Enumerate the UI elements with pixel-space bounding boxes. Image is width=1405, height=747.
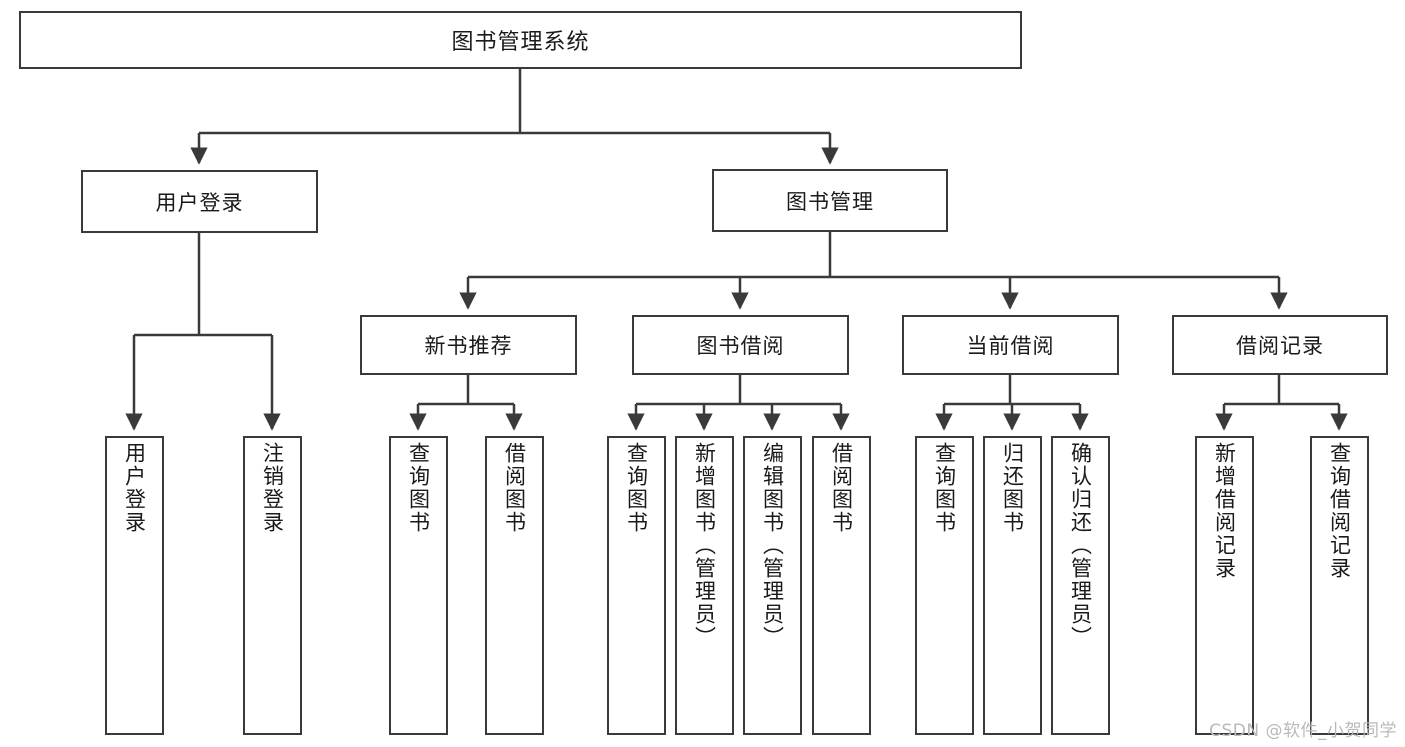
leaf-query-book-borrow[interactable]: 查询图书: [607, 436, 666, 735]
node-new-book-recommend[interactable]: 新书推荐: [360, 315, 577, 375]
leaf-return-book[interactable]: 归还图书: [983, 436, 1042, 735]
leaf-query-book-recommend-label: 查询图书: [406, 442, 431, 534]
leaf-add-borrow-record[interactable]: 新增借阅记录: [1195, 436, 1254, 735]
leaf-borrow-book[interactable]: 借阅图书: [812, 436, 871, 735]
leaf-return-book-label: 归还图书: [1000, 442, 1025, 534]
node-new-book-recommend-label: 新书推荐: [424, 334, 513, 358]
leaf-borrow-book-recommend-label: 借阅图书: [502, 442, 527, 534]
node-book-borrow-label: 图书借阅: [696, 334, 785, 358]
leaf-logout[interactable]: 注销登录: [243, 436, 302, 735]
leaf-add-book-admin[interactable]: 新增图书（管理员）: [675, 436, 734, 735]
leaf-borrow-book-recommend[interactable]: 借阅图书: [485, 436, 544, 735]
leaf-query-book-borrow-label: 查询图书: [624, 442, 649, 534]
node-book-management-label: 图书管理: [786, 189, 874, 214]
leaf-borrow-book-label: 借阅图书: [829, 442, 854, 534]
node-book-borrow[interactable]: 图书借阅: [632, 315, 849, 375]
leaf-edit-book-admin-label: 编辑图书（管理员）: [760, 442, 785, 649]
leaf-logout-label: 注销登录: [260, 442, 285, 534]
leaf-edit-book-admin[interactable]: 编辑图书（管理员）: [743, 436, 802, 735]
leaf-user-login-label: 用户登录: [122, 442, 147, 534]
leaf-query-book-current[interactable]: 查询图书: [915, 436, 974, 735]
leaf-confirm-return-admin[interactable]: 确认归还（管理员）: [1051, 436, 1110, 735]
leaf-user-login[interactable]: 用户登录: [105, 436, 164, 735]
leaf-query-book-recommend[interactable]: 查询图书: [389, 436, 448, 735]
leaf-query-borrow-record-label: 查询借阅记录: [1327, 442, 1352, 580]
node-root-label: 图书管理系统: [451, 30, 590, 55]
node-book-management[interactable]: 图书管理: [712, 169, 948, 232]
leaf-query-borrow-record[interactable]: 查询借阅记录: [1310, 436, 1369, 735]
leaf-query-book-current-label: 查询图书: [932, 442, 957, 534]
node-user-login-label: 用户登录: [155, 190, 244, 215]
node-current-borrow[interactable]: 当前借阅: [902, 315, 1119, 375]
leaf-confirm-return-admin-label: 确认归还（管理员）: [1068, 442, 1093, 649]
node-current-borrow-label: 当前借阅: [966, 334, 1055, 358]
node-borrow-records-label: 借阅记录: [1236, 334, 1324, 358]
node-borrow-records[interactable]: 借阅记录: [1172, 315, 1388, 375]
node-root[interactable]: 图书管理系统: [19, 11, 1022, 69]
watermark: CSDN @软件_小贺同学: [1209, 721, 1397, 741]
leaf-add-borrow-record-label: 新增借阅记录: [1212, 442, 1237, 580]
node-user-login[interactable]: 用户登录: [81, 170, 318, 233]
leaf-add-book-admin-label: 新增图书（管理员）: [692, 442, 717, 649]
